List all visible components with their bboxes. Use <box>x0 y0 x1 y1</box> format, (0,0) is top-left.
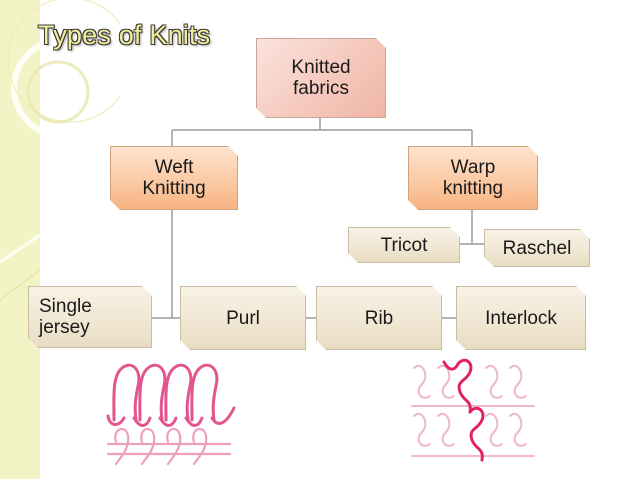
raschel-box: Raschel <box>484 229 590 267</box>
rib-box: Rib <box>316 286 442 350</box>
single-jersey-box: Single jersey <box>28 286 152 348</box>
interlock-box: Interlock <box>456 286 586 350</box>
weft-knitting-box: Weft Knitting <box>110 146 238 210</box>
slide-title: Types of Knits <box>38 20 211 50</box>
tricot-box: Tricot <box>348 227 460 263</box>
knitted-fabrics-box: Knitted fabrics <box>256 38 386 118</box>
weft-knit-loops-illustration <box>106 363 236 466</box>
warp-knitting-box: Warp knitting <box>408 146 538 210</box>
warp-knit-loops-illustration <box>411 358 535 462</box>
purl-box: Purl <box>180 286 306 350</box>
decorative-circles <box>0 0 120 301</box>
